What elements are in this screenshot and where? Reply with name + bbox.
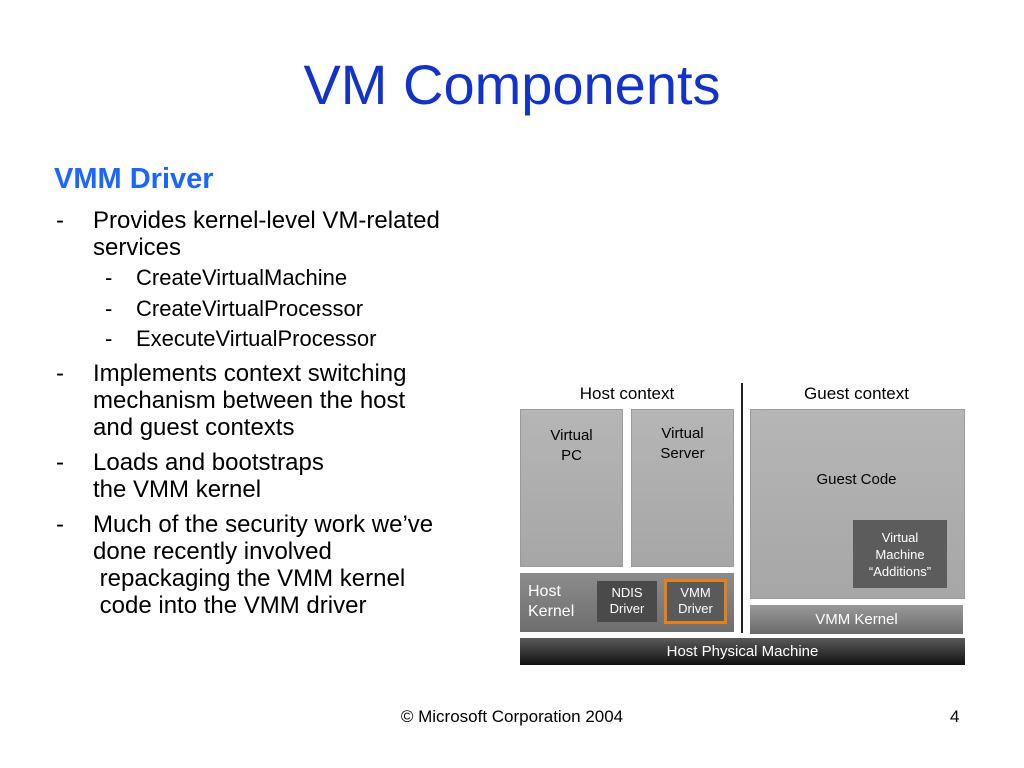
ndis-driver-label: NDIS	[611, 585, 643, 600]
vmm-driver-block: VMM Driver	[664, 579, 727, 624]
vm-additions-label: “Additions”	[868, 564, 932, 579]
bullet-dash: -	[105, 296, 113, 321]
virtual-server-block: Virtual Server	[631, 409, 734, 567]
virtual-pc-label: Virtual	[550, 427, 593, 444]
bullet-dash: -	[105, 326, 113, 351]
vm-additions-block: Virtual Machine “Additions”	[853, 520, 947, 588]
bullet-dash: -	[56, 449, 64, 476]
bullet-dash: -	[105, 265, 113, 290]
bullet-dash: -	[56, 360, 64, 387]
host-kernel-label: Host	[528, 583, 561, 600]
bullet-line: Loads and bootstraps	[93, 449, 324, 476]
bullet-dash: -	[56, 207, 64, 234]
host-context-label: Host context	[579, 384, 675, 403]
bullet-line: done recently involved	[93, 538, 332, 565]
virtual-server-label: Server	[660, 445, 705, 462]
page-number: 4	[950, 707, 960, 726]
virtual-server-label: Virtual	[661, 425, 704, 442]
bullet-line: services	[93, 234, 182, 261]
bullet-line: Provides kernel-level VM-related	[93, 207, 440, 234]
sub-bullet-text: CreateVirtualProcessor	[136, 296, 364, 321]
vmm-driver-label: Driver	[678, 601, 713, 616]
context-divider	[741, 383, 743, 633]
subheading: VMM Driver	[54, 163, 214, 195]
virtual-pc-block: Virtual PC	[520, 409, 623, 567]
vm-additions-label: Virtual	[881, 530, 919, 545]
footer-copyright: © Microsoft Corporation 2004	[400, 707, 624, 726]
sub-bullet-text: ExecuteVirtualProcessor	[136, 326, 377, 351]
bullet-line: mechanism between the host	[93, 387, 406, 414]
guest-code-label: Guest Code	[816, 471, 897, 488]
vm-additions-label: Machine	[875, 547, 925, 562]
bullet-line: Much of the security work we’ve	[93, 511, 434, 538]
bullet-line: and guest contexts	[93, 414, 295, 441]
ndis-driver-label: Driver	[609, 601, 645, 616]
host-kernel-label: Kernel	[528, 603, 575, 620]
host-physical-machine-block: Host Physical Machine	[520, 638, 965, 665]
slide-title: VM Components	[303, 53, 721, 116]
ndis-driver-block: NDIS Driver	[597, 581, 657, 622]
sub-bullet-text: CreateVirtualMachine	[136, 265, 348, 290]
bullet-line: Implements context switching	[93, 360, 407, 387]
vmm-kernel-block: VMM Kernel	[750, 605, 963, 634]
vmm-driver-label: VMM	[680, 585, 711, 600]
guest-context-label: Guest context	[804, 384, 909, 403]
host-kernel-block: Host Kernel NDIS Driver VMM Driver	[520, 573, 734, 632]
bullet-line: code into the VMM driver	[93, 592, 367, 619]
bullet-dash: -	[56, 511, 64, 538]
bullet-line: repackaging the VMM kernel	[93, 565, 406, 592]
virtual-pc-label: PC	[561, 447, 582, 464]
bullet-line: the VMM kernel	[93, 476, 262, 503]
